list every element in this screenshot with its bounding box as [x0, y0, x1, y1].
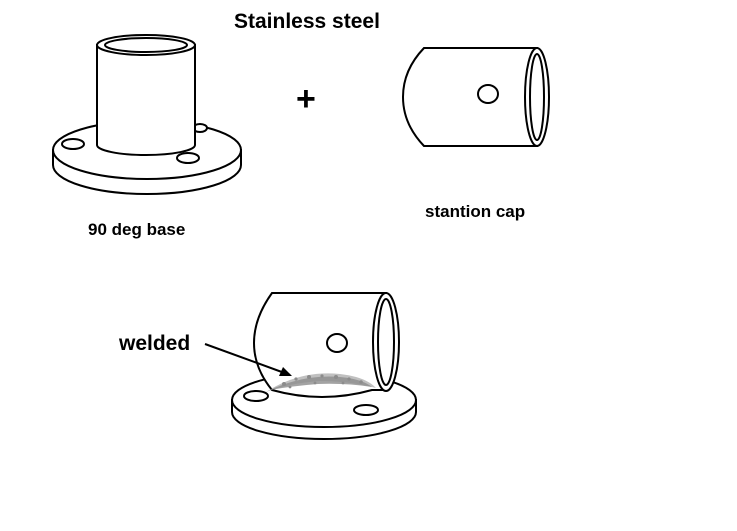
cap-body: [401, 47, 538, 147]
base-flange-part: [52, 34, 242, 195]
welded-label: welded: [119, 332, 191, 355]
welded-leader-arrowhead: [279, 367, 292, 376]
cap-label: stantion cap: [425, 202, 526, 221]
base-tube-rim-inner: [104, 37, 188, 53]
weld-bead: [266, 373, 376, 392]
base-tube-body: [96, 44, 196, 156]
diagram-title: Stainless steel: [234, 10, 380, 33]
base-bolt-hole-left: [61, 138, 85, 150]
base-label: 90 deg base: [88, 220, 186, 239]
assembly-cap-end-inner: [377, 298, 395, 386]
cap-end-inner: [529, 53, 545, 141]
welded-assembly-part: [204, 292, 417, 440]
plus-operator: +: [296, 80, 316, 118]
base-bolt-hole-right: [176, 152, 200, 164]
cap-side-hole: [477, 84, 499, 104]
assembly-bolt-hole-left: [243, 390, 269, 402]
welded-leader-line: [204, 343, 291, 376]
assembly-cap-side-hole: [326, 333, 348, 353]
stantion-cap-part: [401, 47, 550, 147]
assembly-cap-body: [252, 292, 387, 398]
assembly-bolt-hole-right: [353, 404, 379, 416]
